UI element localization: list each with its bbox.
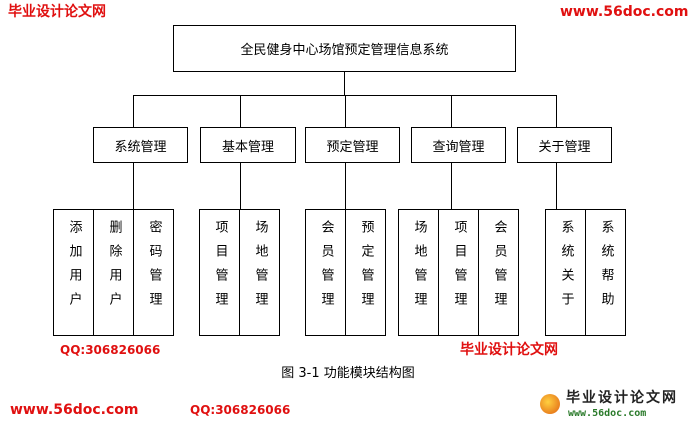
- connector-line: [345, 95, 346, 127]
- leaf-node: 场地管理: [398, 209, 439, 336]
- module-3: 预定管理: [305, 127, 400, 163]
- leaf-node: 会员管理: [305, 209, 346, 336]
- watermark-site: www.56doc.com: [10, 402, 139, 418]
- logo-globe-icon: [540, 394, 560, 414]
- leaf-node: 预定管理: [345, 209, 386, 336]
- watermark-name: 毕业设计论文网: [460, 342, 558, 358]
- leaf-node: 项目管理: [438, 209, 479, 336]
- connector-line: [133, 163, 134, 209]
- logo-name: 毕业设计论文网: [566, 390, 678, 406]
- connector-line: [451, 95, 452, 127]
- leaf-node: 系统关于: [545, 209, 586, 336]
- watermark-site: www.56doc.com: [560, 4, 689, 20]
- leaf-node: 删除用户: [93, 209, 134, 336]
- connector-line: [240, 163, 241, 209]
- connector-line: [556, 95, 557, 127]
- connector-line: [133, 95, 134, 127]
- module-4: 查询管理: [411, 127, 506, 163]
- leaf-node: 密码管理: [133, 209, 174, 336]
- connector-line: [344, 72, 345, 95]
- module-2: 基本管理: [200, 127, 296, 163]
- connector-line: [240, 95, 241, 127]
- site-logo: 毕业设计论文网 www.56doc.com: [540, 390, 690, 420]
- watermark-qq: QQ:306826066: [190, 403, 291, 417]
- module-5: 关于管理: [517, 127, 612, 163]
- watermark-qq: QQ:306826066: [60, 343, 161, 357]
- root-node: 全民健身中心场馆预定管理信息系统: [173, 25, 516, 72]
- leaf-node: 添加用户: [53, 209, 94, 336]
- logo-site: www.56doc.com: [568, 408, 647, 419]
- watermark-name: 毕业设计论文网: [8, 4, 106, 20]
- connector-line: [345, 163, 346, 209]
- module-1: 系统管理: [93, 127, 188, 163]
- figure-caption: 图 3-1 功能模块结构图: [281, 366, 415, 381]
- connector-line: [451, 163, 452, 209]
- leaf-node: 会员管理: [478, 209, 519, 336]
- leaf-node: 项目管理: [199, 209, 240, 336]
- leaf-node: 系统帮助: [585, 209, 626, 336]
- connector-line: [556, 163, 557, 209]
- leaf-node: 场地管理: [239, 209, 280, 336]
